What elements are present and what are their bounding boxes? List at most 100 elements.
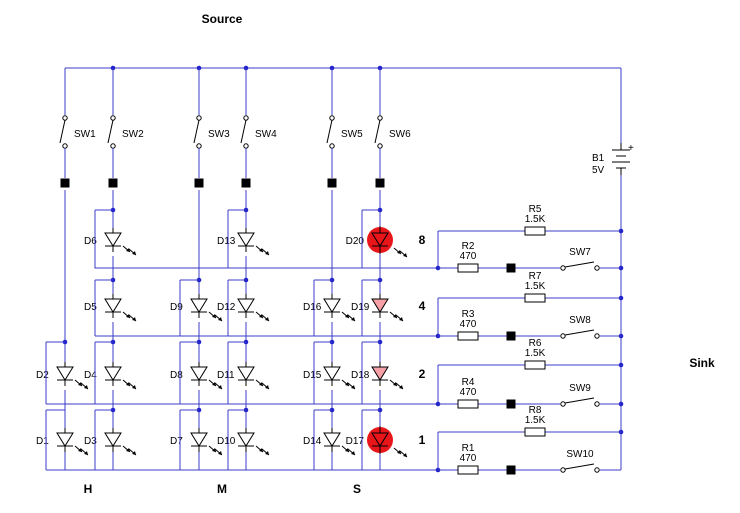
led-d3 <box>104 432 137 456</box>
diode-label: D10 <box>217 436 236 447</box>
bit-label-4: 4 <box>419 299 426 313</box>
switch-label: SW4 <box>255 129 277 140</box>
diode-label: D1 <box>36 436 49 447</box>
switch-sw3 <box>193 115 202 149</box>
resistor-name: R8 <box>529 405 542 416</box>
switch-sw7 <box>560 261 600 271</box>
connector-block <box>241 178 251 188</box>
diode-label: D19 <box>351 302 370 313</box>
diode-label: D4 <box>84 370 97 381</box>
resistor-r8 <box>524 427 546 437</box>
source-label: Source <box>202 12 243 26</box>
switch-sw4 <box>240 115 249 149</box>
diode-label: D3 <box>84 436 97 447</box>
switch-label: SW6 <box>389 129 411 140</box>
switch-label: SW5 <box>341 129 363 140</box>
connector-block <box>506 465 516 475</box>
led-d13 <box>237 232 270 256</box>
switch-sw10 <box>560 463 600 473</box>
led-d20-lit <box>367 227 408 258</box>
resistor-value: 470 <box>460 251 477 262</box>
resistor-value: 470 <box>460 387 477 398</box>
connector-block <box>506 331 516 341</box>
diode-label: D7 <box>170 436 183 447</box>
switch-sw9 <box>560 397 600 407</box>
bit-label-2: 2 <box>419 367 426 381</box>
switch-label: SW3 <box>208 129 230 140</box>
diode-label: D13 <box>217 236 236 247</box>
resistor-r5 <box>524 226 546 236</box>
diode-label: D14 <box>303 436 322 447</box>
switch-sw8 <box>560 329 600 339</box>
resistor-name: R7 <box>529 271 542 282</box>
switch-label: SW9 <box>569 383 591 394</box>
led-d17-lit <box>367 427 408 458</box>
led-d10 <box>237 432 270 456</box>
bit-label-8: 8 <box>419 233 426 247</box>
led-d19 <box>371 298 404 322</box>
switch-sw2 <box>107 115 116 149</box>
battery-name: B1 <box>592 153 605 164</box>
resistor-r2 <box>457 263 479 273</box>
resistor-r7 <box>524 293 546 303</box>
battery-plus: + <box>628 143 634 154</box>
diode-label: D18 <box>351 370 370 381</box>
led-d5 <box>104 298 137 322</box>
resistor-name: R4 <box>462 377 475 388</box>
hours-column-label: H <box>84 482 93 496</box>
led-d12 <box>237 298 270 322</box>
switch-sw1 <box>59 115 68 149</box>
led-d9 <box>190 298 223 322</box>
diode-label: D16 <box>303 302 322 313</box>
diode-label: D2 <box>36 370 49 381</box>
led-d4 <box>104 366 137 390</box>
diode-label: D12 <box>217 302 236 313</box>
diode-label: D11 <box>217 370 235 381</box>
resistor-name: R3 <box>462 309 475 320</box>
switch-sw6 <box>374 115 383 149</box>
connector-block <box>506 263 516 273</box>
diode-label: D20 <box>346 236 365 247</box>
diode-label: D5 <box>84 302 97 313</box>
diode-label: D8 <box>170 370 183 381</box>
led-d11 <box>237 366 270 390</box>
diode-label: D9 <box>170 302 183 313</box>
switch-label: SW1 <box>74 129 96 140</box>
seconds-column-label: S <box>353 482 361 496</box>
resistor-value: 1.5K <box>525 415 546 426</box>
switch-label: SW7 <box>569 247 591 258</box>
sink-label: Sink <box>689 356 715 370</box>
connector-block <box>375 178 385 188</box>
switch-label: SW10 <box>566 449 594 460</box>
resistor-name: R2 <box>462 241 475 252</box>
led-d14 <box>323 432 356 456</box>
connector-block <box>327 178 337 188</box>
diode-label: D6 <box>84 236 97 247</box>
resistor-value: 1.5K <box>525 214 546 225</box>
switch-label: SW8 <box>569 315 591 326</box>
resistor-r3 <box>457 331 479 341</box>
connector-block <box>60 178 70 188</box>
connector-block <box>194 178 204 188</box>
minutes-column-label: M <box>217 482 227 496</box>
resistor-value: 470 <box>460 319 477 330</box>
battery-voltage: 5V <box>592 165 605 176</box>
resistor-r6 <box>524 360 546 370</box>
bit-label-1: 1 <box>419 433 426 447</box>
led-d18 <box>371 366 404 390</box>
resistor-value: 1.5K <box>525 348 546 359</box>
diode-label: D17 <box>346 436 365 447</box>
led-d6 <box>104 232 137 256</box>
resistor-name: R1 <box>462 443 475 454</box>
resistor-r4 <box>457 399 479 409</box>
switch-sw5 <box>326 115 335 149</box>
resistor-name: R5 <box>529 204 542 215</box>
resistor-value: 470 <box>460 453 477 464</box>
switch-label: SW2 <box>122 129 144 140</box>
connector-block <box>108 178 118 188</box>
resistor-r1 <box>457 465 479 475</box>
resistor-value: 1.5K <box>525 281 546 292</box>
diode-label: D15 <box>303 370 322 381</box>
resistor-name: R6 <box>529 338 542 349</box>
